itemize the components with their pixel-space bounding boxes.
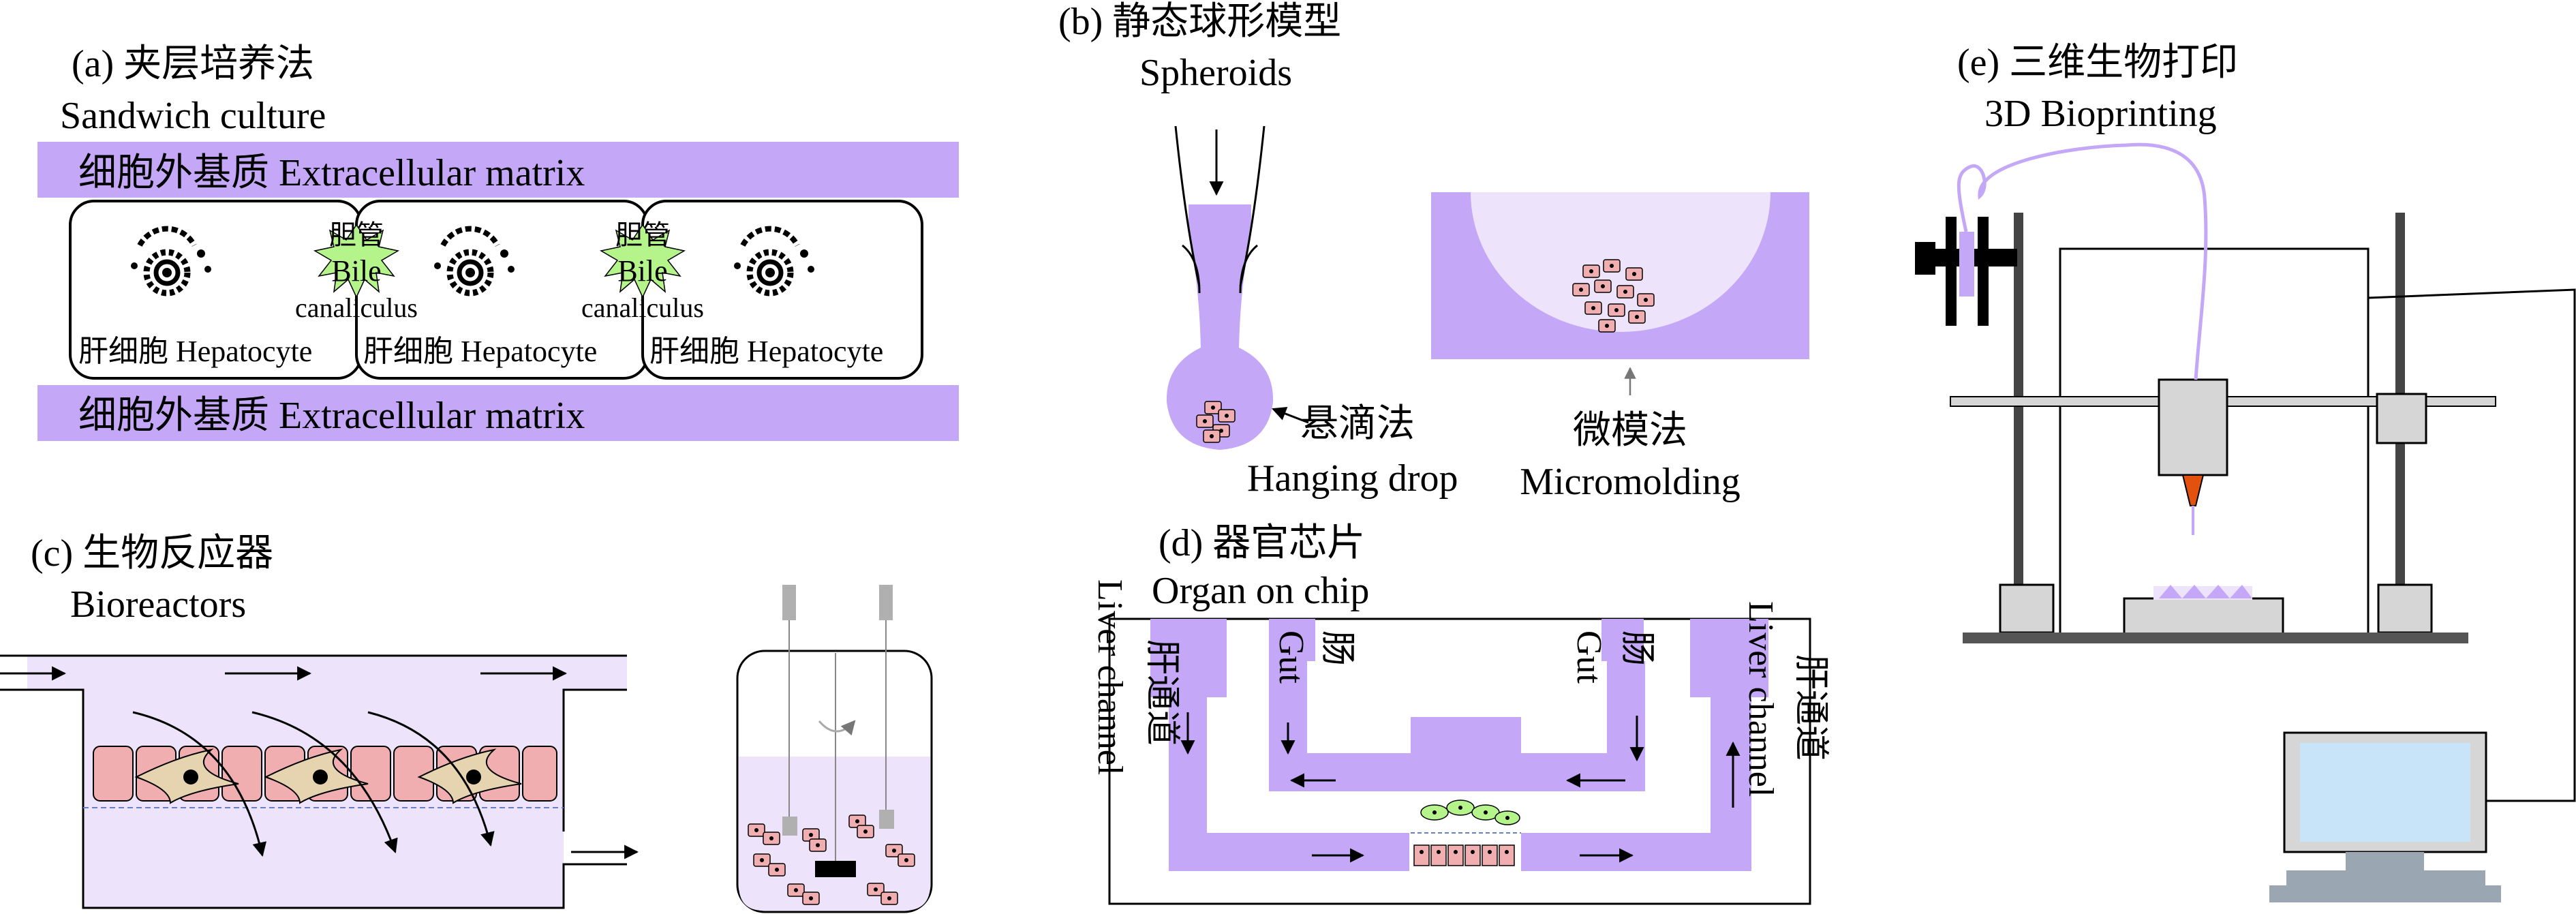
bioreactor-bottom-wall	[0, 688, 627, 909]
bile-canaliculus-star-1	[313, 224, 400, 299]
matrix-top-label: 细胞外基质 Extracellular matrix	[78, 152, 585, 194]
panel-c: (c) 生物反应器 Bioreactors	[0, 532, 933, 913]
gut-left-cn: 肠	[1317, 630, 1356, 666]
pipette-tip-right	[1239, 244, 1258, 294]
bile-label-cn-1: 胆管	[329, 219, 384, 250]
panel-d: (d) 器官芯片 Organ on chip	[1090, 522, 1830, 905]
gut-cells	[1420, 799, 1520, 825]
gut-right-cn: 肠	[1617, 630, 1656, 666]
panel-d-title-en: Organ on chip	[1152, 570, 1369, 612]
bioprinter	[1915, 142, 2576, 802]
hanging-drop-cn: 悬滴法	[1300, 403, 1415, 445]
gut-left-en: Gut	[1272, 630, 1310, 684]
panel-b-title-en: Spheroids	[1139, 52, 1292, 94]
hepatocyte-label-1: 肝细胞 Hepatocyte	[78, 335, 312, 368]
perfusion-arrow	[251, 711, 398, 853]
pipette-tip-left	[1182, 244, 1201, 294]
matrix-top-layer	[37, 142, 959, 198]
stirred-bioreactor	[736, 585, 933, 913]
bile-canaliculus-star-2	[599, 224, 686, 299]
panel-a: (a) 夹层培养法 Sandwich culture 细胞外基质 Extrace…	[37, 43, 959, 441]
hepatocyte-label-2: 肝细胞 Hepatocyte	[363, 335, 597, 368]
liver-channel-left-en: Liver channel	[1090, 579, 1129, 775]
matrix-bottom-label: 细胞外基质 Extracellular matrix	[78, 395, 585, 437]
hanging-drop-liquid	[1166, 204, 1274, 450]
chip-outline	[1108, 618, 1811, 905]
hepatocyte-label-3: 肝细胞 Hepatocyte	[649, 335, 883, 368]
panel-b-title-cn: (b) 静态球形模型	[1058, 1, 1341, 43]
micromolding-cn: 微模法	[1573, 410, 1687, 452]
hanging-drop-pointer	[1272, 406, 1309, 424]
bioreactor-outlet-wall	[562, 688, 627, 832]
panel-c-title-en: Bioreactors	[70, 583, 246, 626]
panel-d-title-cn: (d) 器官芯片	[1159, 522, 1365, 564]
micromolding-en: Micromolding	[1520, 461, 1741, 503]
liver-cells	[1413, 844, 1515, 866]
panel-e-title-en: 3D Bioprinting	[1984, 93, 2217, 135]
panel-a-title-en: Sandwich culture	[60, 95, 326, 137]
bile-label-canaliculus-2: canaliculus	[581, 292, 704, 323]
bioreactor-cell-layer	[83, 746, 564, 808]
perfusion-arrow	[367, 711, 495, 847]
bile-label-canaliculus-1: canaliculus	[295, 292, 418, 323]
panel-e-title-cn: (e) 三维生物打印	[1957, 42, 2238, 84]
computer-monitor-icon	[2269, 731, 2501, 902]
matrix-bottom-layer	[37, 385, 959, 441]
bile-label-cn-2: 胆管	[615, 219, 670, 250]
chip-channels	[1150, 619, 1768, 871]
bile-label-en-2: Bile	[617, 254, 667, 288]
bile-label-en-1: Bile	[331, 254, 381, 288]
hanging-drop-en: Hanging drop	[1247, 457, 1458, 500]
micromold-well	[1471, 192, 1770, 332]
panel-e: (e) 三维生物打印 3D Bioprinting	[1915, 42, 2576, 902]
liver-channel-left-cn: 肝通道	[1142, 639, 1181, 746]
gut-right-en: Gut	[1569, 630, 1608, 684]
liver-channel-right-cn: 肝通道	[1791, 654, 1830, 761]
panel-a-title-cn: (a) 夹层培养法	[72, 43, 314, 85]
liver-channel-right-en: Liver channel	[1741, 601, 1780, 797]
panel-c-title-cn: (c) 生物反应器	[31, 532, 273, 575]
perfusion-arrow	[132, 711, 267, 857]
panel-b: (b) 静态球形模型 Spheroids 悬滴法 Hanging drop	[1058, 1, 1809, 503]
